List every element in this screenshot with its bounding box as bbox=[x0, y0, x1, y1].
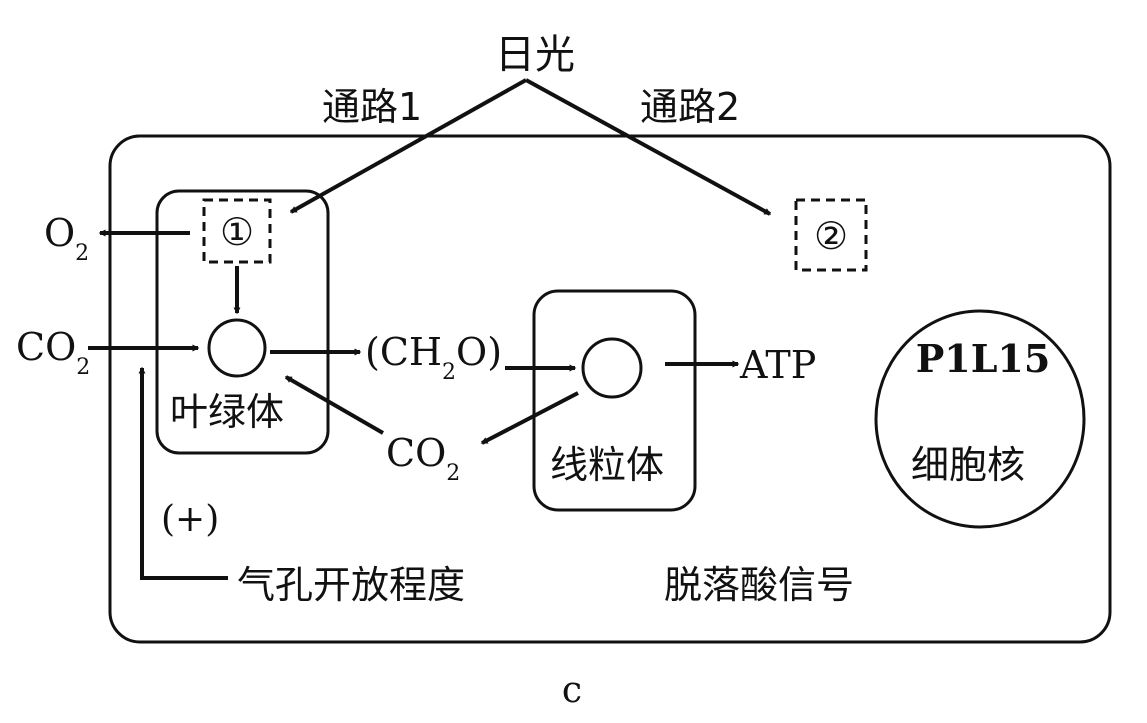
promote-label: (+) bbox=[161, 499, 219, 540]
ch2o-label: (CH2O) bbox=[365, 330, 502, 385]
mitochondrion-circle bbox=[581, 337, 643, 399]
chloroplast-box bbox=[155, 189, 330, 455]
pathway-2-label: 通路2 bbox=[640, 85, 740, 129]
cell-boundary bbox=[108, 134, 1112, 644]
marker-1: ① bbox=[220, 210, 254, 254]
mitochondrion-label: 线粒体 bbox=[550, 443, 664, 487]
o2-label: O2 bbox=[44, 211, 89, 266]
mitochondrion-box bbox=[532, 289, 697, 512]
pathway-1-arrow bbox=[289, 78, 527, 214]
nucleus-circle bbox=[874, 309, 1086, 529]
aba-signal-label: 脱落酸信号 bbox=[664, 563, 854, 607]
co2-in-label: CO2 bbox=[16, 325, 90, 380]
stomata-label: 气孔开放程度 bbox=[237, 563, 465, 607]
marker-2-box bbox=[794, 198, 868, 272]
marker-1-box bbox=[202, 198, 272, 264]
atp-label: ATP bbox=[739, 343, 816, 387]
co2-recycle-arrow bbox=[284, 375, 384, 435]
chloroplast-circle bbox=[207, 318, 267, 378]
gene-label: P1L15 bbox=[916, 336, 1051, 381]
mito-co2-arrow bbox=[480, 391, 579, 445]
marker-2: ② bbox=[814, 214, 848, 258]
stomata-feedback-arrow bbox=[138, 366, 228, 580]
figure-caption: c bbox=[562, 670, 582, 711]
chloroplast-label: 叶绿体 bbox=[170, 390, 284, 434]
nucleus-label: 细胞核 bbox=[911, 443, 1025, 487]
pathway-1-label: 通路1 bbox=[322, 85, 422, 129]
pathway-2-arrow bbox=[525, 78, 772, 216]
sunlight-label: 日光 bbox=[495, 32, 575, 78]
co2-mid-label: CO2 bbox=[386, 431, 460, 486]
